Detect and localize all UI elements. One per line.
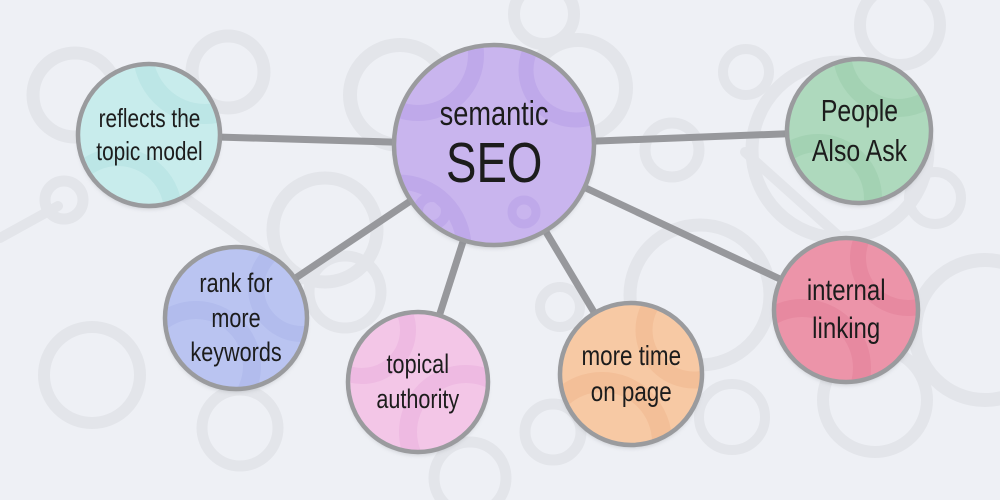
node-label-seo: SEO bbox=[445, 130, 543, 195]
node-circle-inner-pattern bbox=[167, 249, 305, 387]
node-circle-people-also-ask bbox=[787, 59, 931, 203]
node-border bbox=[771, 235, 921, 385]
node-reflects-the-topic-model[interactable]: reflects the topic model bbox=[78, 64, 220, 206]
node-circle-more-time-on-page bbox=[560, 303, 702, 445]
node-circle-reflects-the-topic-model bbox=[78, 64, 220, 206]
node-circle-inner-pattern bbox=[350, 314, 486, 450]
node-label: more time on page bbox=[581, 340, 681, 407]
node-label: topical authority bbox=[376, 349, 460, 414]
node-graphic-people-also-ask bbox=[784, 56, 934, 206]
node-circle-inner-pattern bbox=[80, 66, 218, 204]
node-border bbox=[75, 61, 223, 209]
node-people-also-ask[interactable]: People Also Ask bbox=[787, 59, 931, 203]
node-label: rank for more keywords bbox=[190, 268, 282, 368]
node-rank-for-more-keywords[interactable]: rank for more keywords bbox=[165, 247, 307, 389]
node-internal-linking[interactable]: internal linking bbox=[774, 238, 918, 382]
node-circle-internal-linking bbox=[774, 238, 918, 382]
node-topical-authority[interactable]: topical authority bbox=[348, 312, 488, 452]
node-more-time-on-page[interactable]: more time on page bbox=[560, 303, 702, 445]
node-graphic-more-time-on-page bbox=[557, 300, 705, 448]
node-circle-topical-authority bbox=[348, 312, 488, 452]
node-graphic-internal-linking bbox=[771, 235, 921, 385]
node-border bbox=[557, 300, 705, 448]
node-circle-inner-pattern bbox=[789, 61, 929, 201]
node-circle-inner-pattern bbox=[776, 240, 916, 380]
node-graphic-topical-authority bbox=[345, 309, 491, 455]
node-semantic-seo[interactable]: semantic SEO bbox=[394, 45, 594, 245]
node-label: internal linking bbox=[806, 273, 886, 345]
node-graphic-reflects-the-topic-model bbox=[75, 61, 223, 209]
node-label: People Also Ask bbox=[811, 93, 907, 168]
node-border bbox=[162, 244, 310, 392]
node-border bbox=[345, 309, 491, 455]
node-border bbox=[391, 42, 597, 248]
node-graphic-rank-for-more-keywords bbox=[162, 244, 310, 392]
node-border bbox=[784, 56, 934, 206]
node-label-semantic: semantic bbox=[439, 95, 549, 134]
node-label: reflects the topic model bbox=[95, 102, 203, 166]
